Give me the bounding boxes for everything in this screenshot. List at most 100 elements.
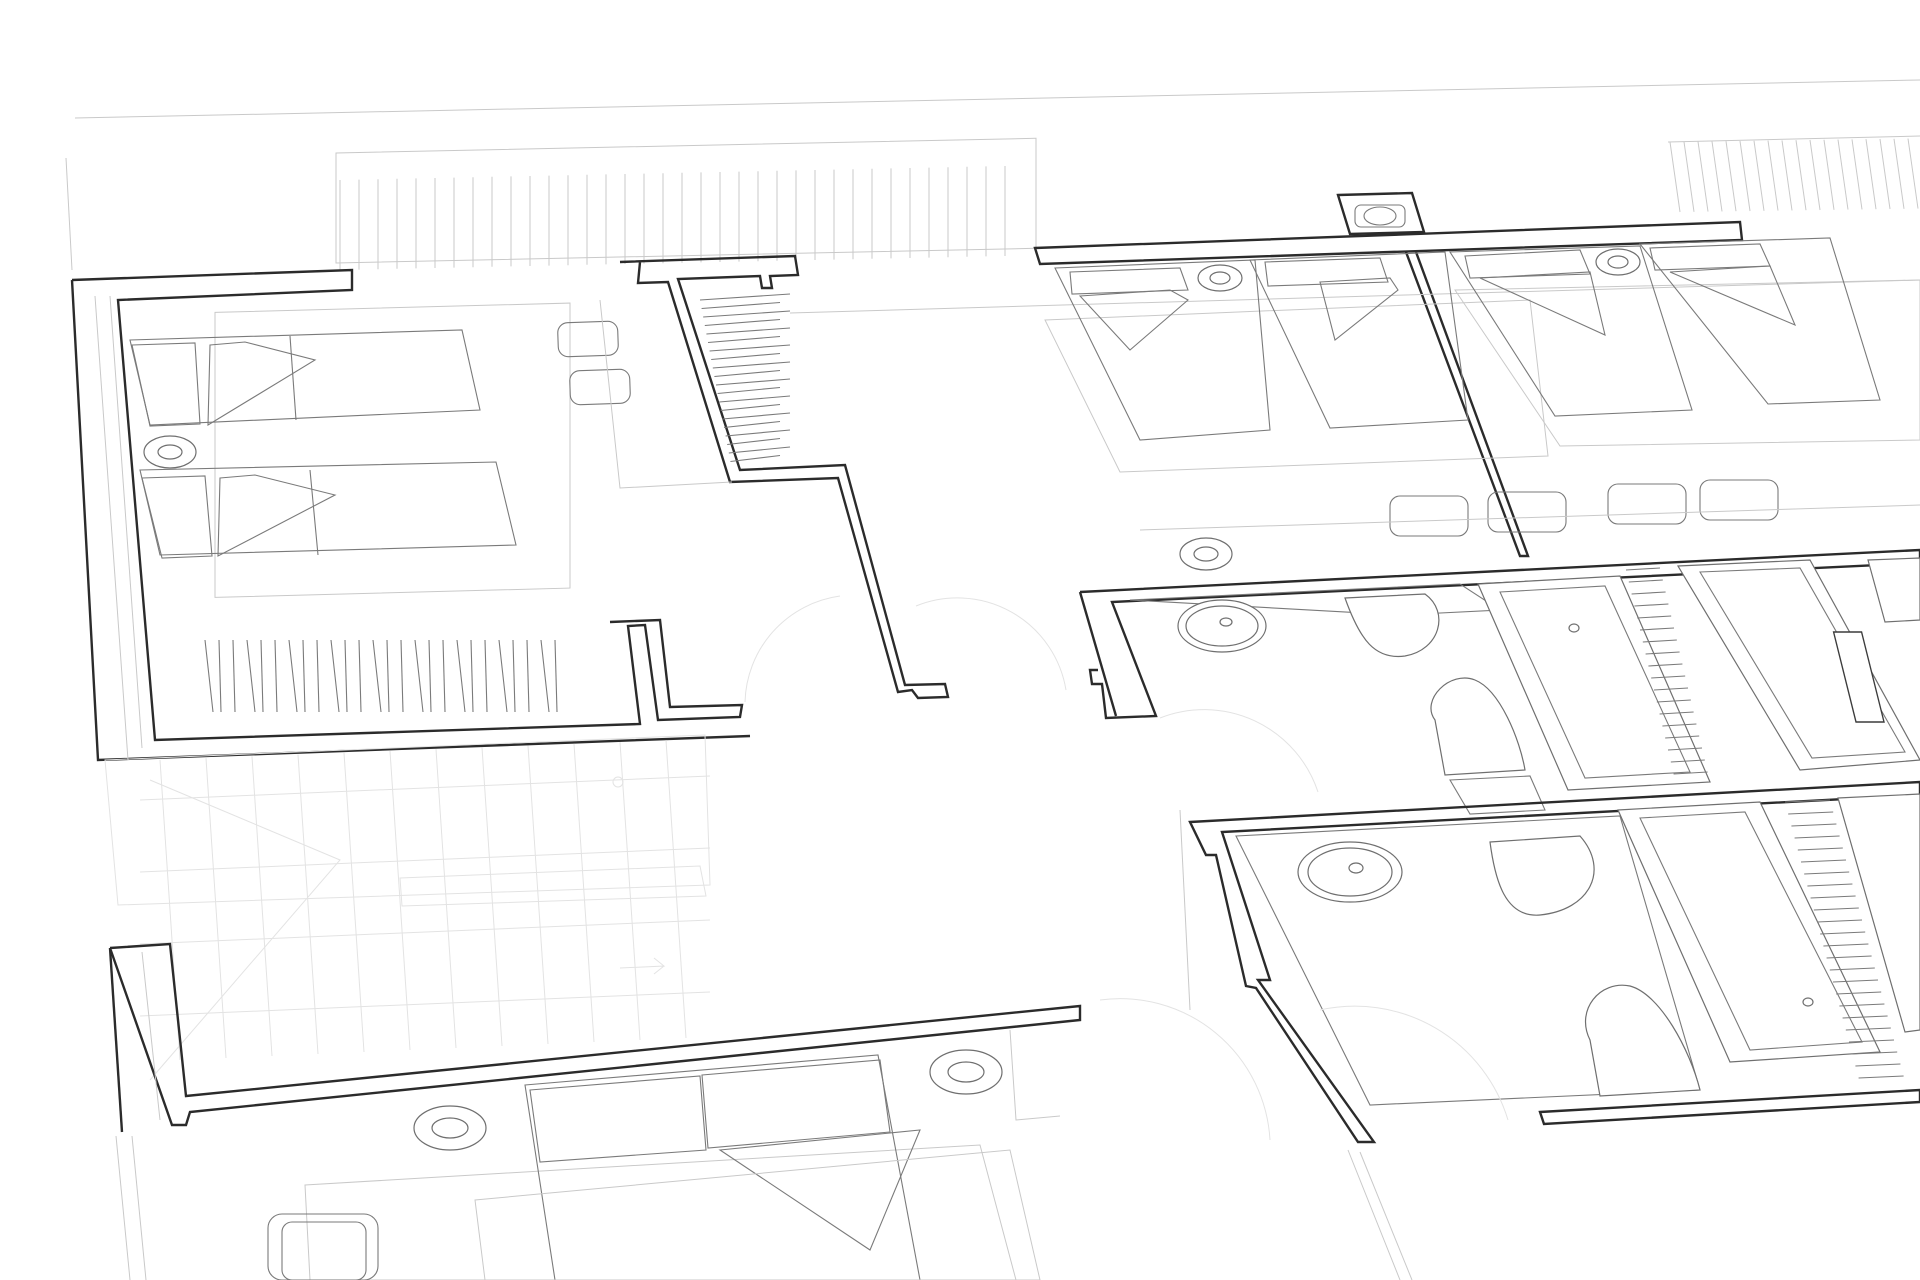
railing-bar	[1879, 138, 1891, 210]
tile-strip-line	[1820, 931, 1866, 935]
stair-tread	[665, 740, 687, 1039]
stair-tread	[343, 752, 365, 1053]
hanger-line	[442, 639, 446, 713]
railing-bar	[1893, 138, 1905, 209]
tile-strip-line	[1634, 603, 1669, 607]
tile-strip-line	[1794, 835, 1840, 839]
railing-bar	[1753, 140, 1765, 211]
hanger-line	[512, 639, 516, 713]
tile-strip-line	[1648, 663, 1683, 667]
hanger-line	[232, 639, 236, 713]
hanger-line	[204, 639, 214, 713]
tile-strip-line	[1836, 991, 1882, 995]
hanger-line	[400, 639, 404, 713]
tile-strip-line	[1788, 811, 1834, 815]
tile-strip-line	[1670, 759, 1705, 763]
railing-bar	[1767, 140, 1779, 211]
stair-riser	[139, 775, 711, 801]
stair-tread	[481, 747, 503, 1047]
hanger-line	[484, 639, 488, 713]
railing-bar	[1907, 138, 1919, 209]
closet-hatch-line	[728, 446, 791, 454]
tile-strip-line	[1651, 675, 1686, 679]
hanger-line	[554, 639, 558, 713]
stair-tread	[619, 741, 641, 1041]
stair-tread	[389, 750, 411, 1051]
closet-hatch-line	[717, 386, 781, 395]
tile-strip-line	[1816, 919, 1863, 923]
bedroom-right-beds	[1044, 237, 1920, 473]
closet-hatch-line	[701, 301, 781, 310]
stair-riser	[139, 847, 711, 873]
stair-tread	[435, 749, 457, 1049]
hanger-line	[428, 639, 432, 713]
staircase	[104, 734, 711, 1081]
closet-hatch-line	[703, 310, 791, 318]
tile-strip-line	[1807, 883, 1853, 887]
closet-partition	[619, 254, 950, 700]
bathroom-upper	[1078, 548, 1920, 815]
balcony-railing-left	[335, 137, 1037, 270]
tile-strip-line	[1826, 955, 1872, 959]
bedroom-lower-walls	[108, 942, 1082, 1280]
tile-strip-line	[1810, 895, 1856, 899]
tile-strip-line	[1823, 943, 1869, 947]
sheet-border-left	[65, 157, 73, 271]
hanger-line	[302, 639, 306, 713]
railing-bar	[1823, 139, 1835, 210]
closet-hatch-line	[725, 429, 791, 437]
tile-strip-line	[1653, 687, 1689, 691]
tile-strip-line	[1631, 591, 1666, 595]
bedroom-lower-furniture	[267, 1029, 1061, 1280]
chairs-right	[1139, 479, 1920, 571]
bathroom-lower	[1188, 623, 1920, 1144]
hanger-line	[358, 639, 362, 713]
tile-strip-line	[1791, 823, 1837, 827]
tile-strip-line	[1832, 979, 1879, 983]
closet-hatch-line	[704, 318, 781, 327]
railing-bar	[1795, 140, 1807, 211]
tile-strip-line	[1662, 723, 1697, 727]
hanger-line	[526, 639, 530, 713]
hanger-line	[498, 639, 508, 713]
closet-hatch-line	[707, 335, 781, 344]
railing-bar	[1739, 140, 1751, 212]
tile-strip-line	[1855, 1063, 1901, 1067]
hanger-line	[274, 639, 278, 713]
door-swings	[744, 595, 1509, 1141]
chairs-left	[557, 299, 733, 489]
railing-bar	[1809, 139, 1821, 211]
tile-strip-line	[1645, 651, 1680, 655]
closet-hatch-line	[699, 293, 791, 301]
tile-strip-line	[1800, 859, 1847, 863]
tile-strip-line	[1642, 639, 1677, 643]
railing-bar	[1683, 141, 1695, 212]
tile-strip-line	[1797, 847, 1843, 851]
hanger-line	[470, 639, 474, 713]
tile-strip-line	[1813, 907, 1859, 911]
closet-hatch-line	[709, 344, 791, 352]
stair-tread	[297, 754, 319, 1055]
railing-bar	[1711, 141, 1723, 212]
railing-bar	[1865, 139, 1877, 210]
stair-riser	[139, 991, 711, 1017]
stair-tread	[573, 743, 595, 1043]
closet-hatch-line	[706, 327, 791, 335]
railing-bar	[1697, 141, 1709, 212]
hanger-line	[330, 639, 340, 713]
balcony-railing-right	[1667, 135, 1920, 213]
shaft-box	[1336, 191, 1426, 236]
bedroom-left-walls	[70, 268, 751, 762]
corridor-lines	[1179, 809, 1413, 1280]
closet-hatch-line	[715, 378, 791, 386]
hanger-line	[414, 639, 424, 713]
tile-strip-line	[1659, 711, 1694, 715]
tile-strip-line	[1628, 579, 1663, 583]
closet-hatch-line	[714, 369, 781, 378]
tile-strip-line	[1842, 1015, 1888, 1019]
stair-tread	[251, 756, 273, 1057]
wardrobe-hangers	[204, 639, 558, 713]
tile-strip-line	[1637, 615, 1672, 619]
